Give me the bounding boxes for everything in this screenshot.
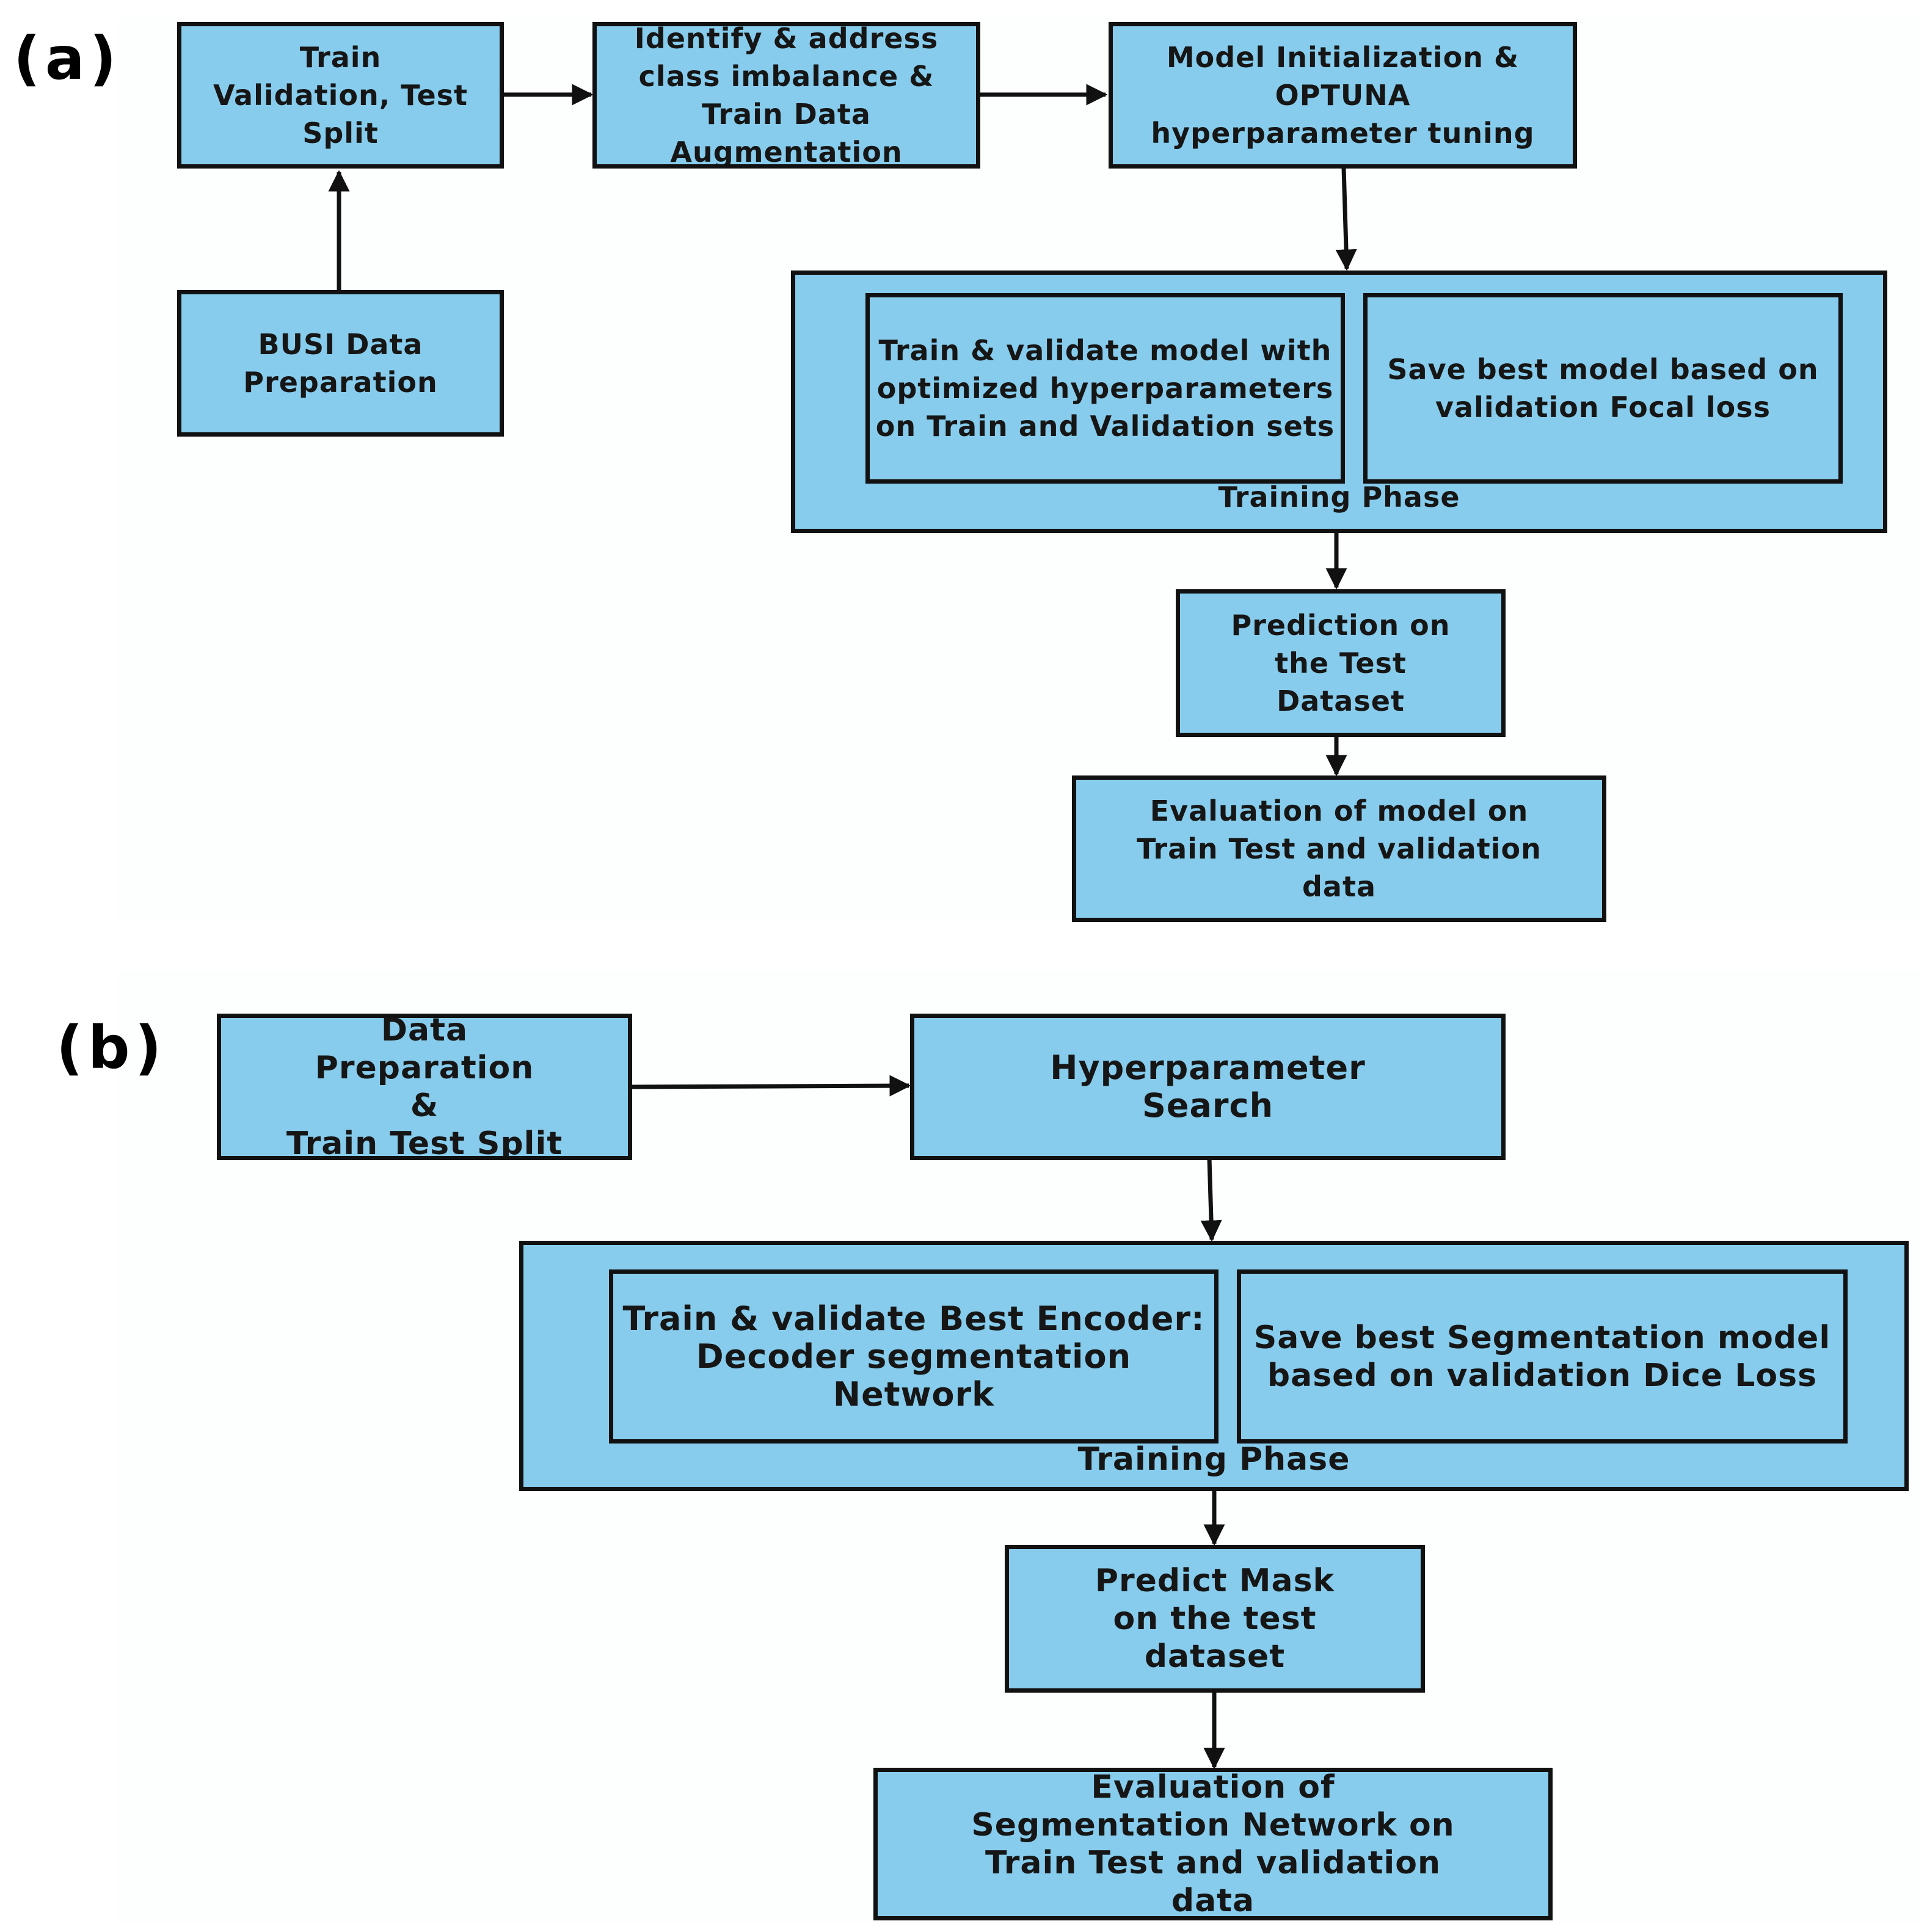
evaluation-a-text: Evaluation of model on Train Test and va… xyxy=(1137,794,1542,903)
train-validate-model-box: Train & validate model with optimized hy… xyxy=(865,293,1345,484)
arrow-modelinit-to-training xyxy=(1335,167,1357,271)
training-phase-container-a: Train & validate model with optimized hy… xyxy=(791,271,1887,533)
panel-b-label: (b) xyxy=(56,1014,167,1082)
arrow-hypersearch-to-training xyxy=(1200,1158,1222,1242)
train-validation-test-split-box: Train Validation, Test Split xyxy=(177,22,504,169)
busi-text: BUSI Data Preparation xyxy=(243,328,438,399)
predict-mask-text: Predict Mask on the test dataset xyxy=(1095,1563,1335,1675)
train-validate-text: Train & validate model with optimized hy… xyxy=(875,334,1335,443)
evaluation-model-box: Evaluation of model on Train Test and va… xyxy=(1072,775,1606,922)
class-imbalance-box: Identify & address class imbalance & Tra… xyxy=(592,22,980,169)
data-preparation-split-box: Data Preparation & Train Test Split xyxy=(217,1014,632,1160)
model-initialization-box: Model Initialization & OPTUNA hyperparam… xyxy=(1109,22,1577,169)
prediction-test-dataset-box: Prediction on the Test Dataset xyxy=(1176,589,1506,737)
prediction-text: Prediction on the Test Dataset xyxy=(1231,609,1451,717)
train-validate-encoder-box: Train & validate Best Encoder: Decoder s… xyxy=(609,1269,1218,1444)
save-best-text: Save best model based on validation Foca… xyxy=(1387,353,1819,424)
arrow-dataprep-to-hypersearch xyxy=(628,1075,911,1097)
hyper-search-text: Hyperparameter Search xyxy=(1050,1048,1366,1125)
training-phase-label-b: Training Phase xyxy=(1077,1441,1350,1478)
predict-mask-box: Predict Mask on the test dataset xyxy=(1005,1545,1425,1693)
evaluation-b-text: Evaluation of Segmentation Network on Tr… xyxy=(971,1769,1455,1919)
model-init-text: Model Initialization & OPTUNA hyperparam… xyxy=(1151,41,1535,150)
data-prep-text: Data Preparation & Train Test Split xyxy=(286,1014,563,1160)
save-best-segmentation-box: Save best Segmentation model based on va… xyxy=(1237,1269,1848,1444)
training-phase-container-b: Train & validate Best Encoder: Decoder s… xyxy=(519,1241,1909,1491)
training-phase-label-a: Training Phase xyxy=(1218,481,1460,514)
hyperparameter-search-box: Hyperparameter Search xyxy=(910,1014,1506,1160)
imbalance-text: Identify & address class imbalance & Tra… xyxy=(634,22,939,169)
evaluation-segmentation-box: Evaluation of Segmentation Network on Tr… xyxy=(873,1768,1553,1920)
train-validate-b-text: Train & validate Best Encoder: Decoder s… xyxy=(622,1299,1205,1414)
split-text: Train Validation, Test Split xyxy=(213,41,468,150)
save-best-b-text: Save best Segmentation model based on va… xyxy=(1253,1319,1831,1394)
panel-a-label: (a) xyxy=(13,24,122,93)
save-best-model-box: Save best model based on validation Foca… xyxy=(1363,293,1843,484)
busi-data-preparation-box: BUSI Data Preparation xyxy=(177,290,504,437)
